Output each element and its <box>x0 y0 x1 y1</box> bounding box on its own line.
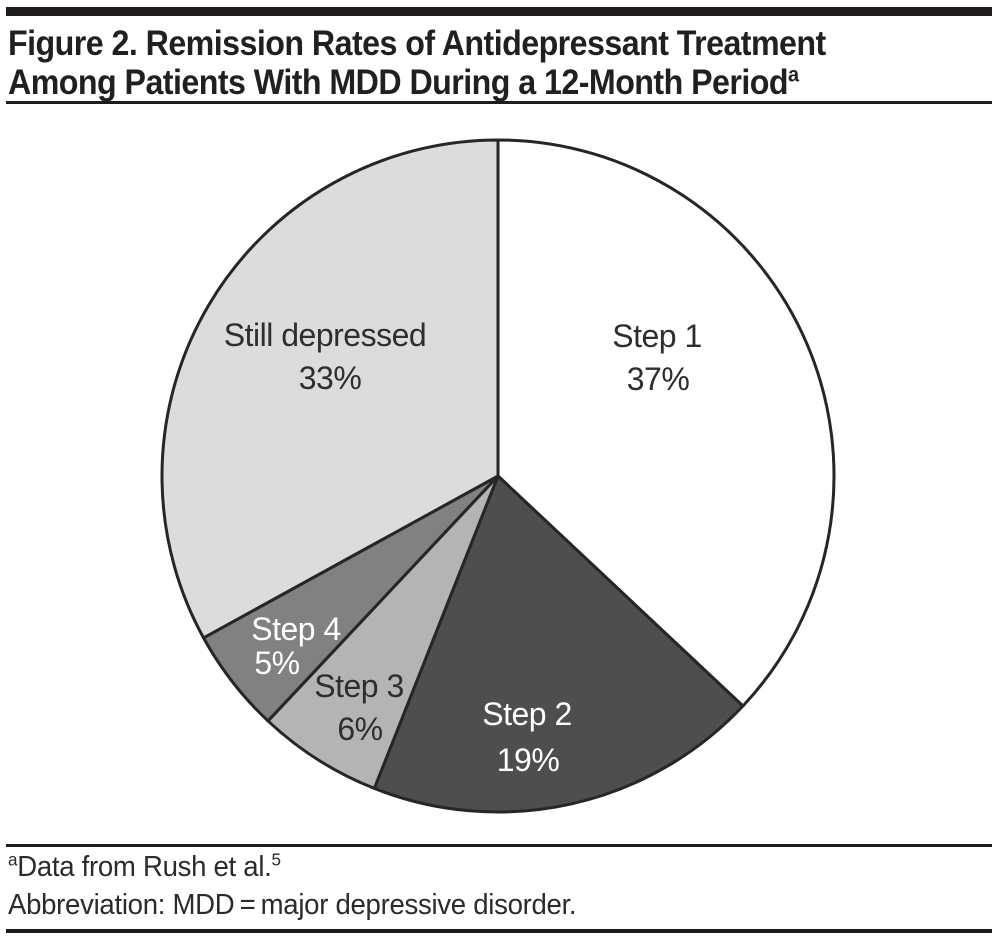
slice-pct-step-2: 19% <box>497 742 560 778</box>
pie-slice-still-depressed <box>160 138 500 640</box>
slice-label-step-1: Step 1 <box>612 318 702 354</box>
figure-title-line-2: Among Patients With MDD During a 12-Mont… <box>8 63 789 102</box>
pie-slice-step-1 <box>496 138 836 708</box>
pie-slice-step-2 <box>372 474 745 814</box>
slice-pct-step-1: 37% <box>627 361 690 397</box>
title-rule <box>6 101 992 104</box>
pie-slice-step-3 <box>266 474 500 790</box>
footnote-abbreviation: Abbreviation: MDD = major depressive dis… <box>8 889 577 921</box>
figure-title: Figure 2. Remission Rates of Antidepress… <box>8 24 826 102</box>
slice-label-step-3: Step 3 <box>314 668 404 704</box>
footnote-source: aData from Rush et al.5 <box>8 850 281 884</box>
slice-pct-step-4: 5% <box>254 645 299 681</box>
bottom-rule <box>6 929 992 933</box>
footnote-source-ref: 5 <box>271 849 281 870</box>
footnote-source-text: Data from Rush et al. <box>17 851 272 883</box>
slice-pct-still-depressed: 33% <box>299 360 362 396</box>
figure-title-line-1: Figure 2. Remission Rates of Antidepress… <box>8 24 826 63</box>
slice-label-still-depressed: Still depressed <box>224 317 426 353</box>
figure-title-superscript: a <box>788 61 799 87</box>
footnote-rule <box>6 844 992 847</box>
slice-label-step-2: Step 2 <box>482 696 572 732</box>
top-rule <box>6 7 992 16</box>
slice-pct-step-3: 6% <box>337 711 382 747</box>
footnote-source-sup: a <box>8 849 18 870</box>
slice-label-step-4: Step 4 <box>251 611 341 647</box>
